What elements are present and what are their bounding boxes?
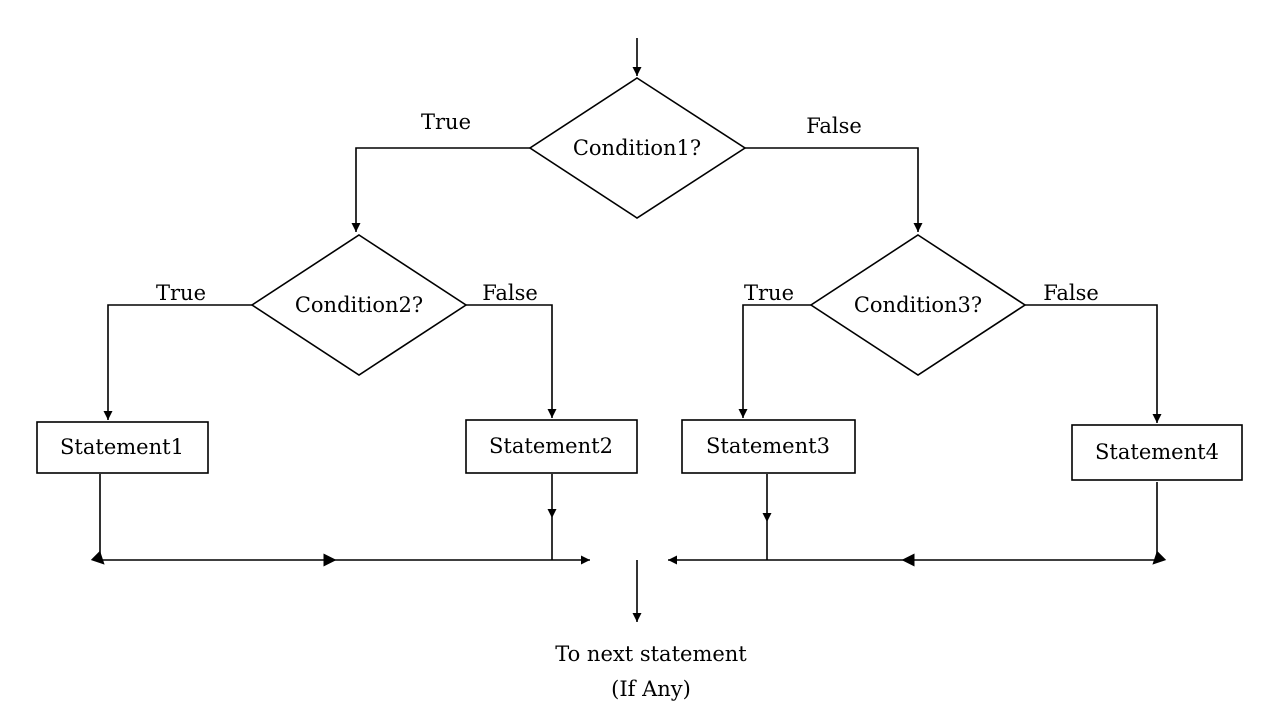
decision-diamond-condition3 <box>809 234 1027 376</box>
condition3-false-connector <box>1025 304 1162 423</box>
statement4-label: Statement4 <box>1095 440 1219 464</box>
condition3-true-label: True <box>744 281 794 305</box>
condition2-false-label: False <box>482 281 538 305</box>
condition2-true-label: True <box>156 281 206 305</box>
statement2-label: Statement2 <box>489 434 613 458</box>
condition3-label: Condition3? <box>854 293 982 317</box>
decision-diamond-condition1 <box>528 77 747 219</box>
condition2-false-connector <box>466 304 557 418</box>
condition3-false-label: False <box>1043 281 1099 305</box>
statement4-merge-connector <box>668 482 1167 567</box>
statement3-box <box>681 419 856 474</box>
condition2-label: Condition2? <box>295 293 423 317</box>
condition2-true-connector <box>103 304 252 420</box>
condition1-true-label: True <box>421 110 471 134</box>
condition1-false-label: False <box>806 114 862 138</box>
condition1-false-connector <box>745 147 923 232</box>
decision-diamond-condition2 <box>250 234 468 376</box>
statement2-box <box>465 419 638 474</box>
exit-label-line1: To next statement <box>555 642 747 666</box>
statement1-label: Statement1 <box>60 435 184 459</box>
statement1-merge-connector <box>90 474 590 567</box>
statement3-label: Statement3 <box>706 434 830 458</box>
exit-label-line2: (If Any) <box>611 677 691 701</box>
statement1-box <box>36 421 209 474</box>
condition1-label: Condition1? <box>573 136 701 160</box>
condition1-true-connector <box>351 147 530 232</box>
condition3-true-connector <box>738 304 811 418</box>
statement4-box <box>1071 424 1243 481</box>
